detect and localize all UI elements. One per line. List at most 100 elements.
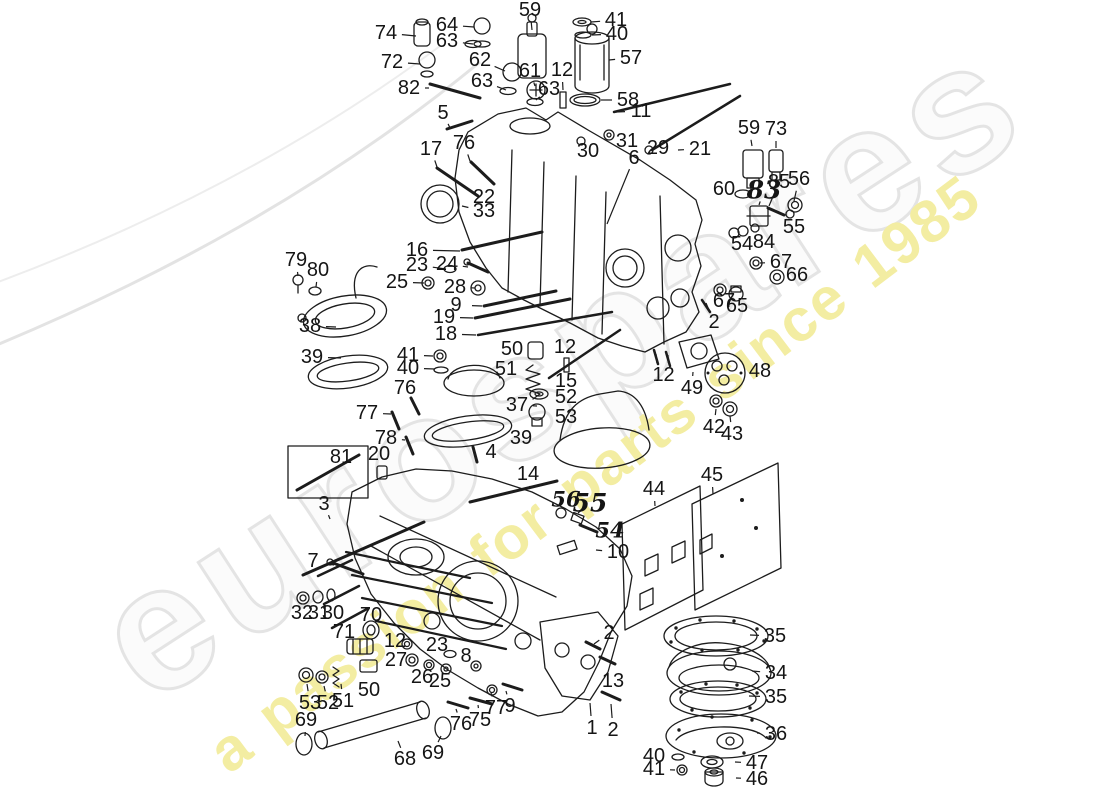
callout-label: 72 [380,51,404,73]
callout-label: 41 [604,9,628,31]
callout-label: 57 [619,47,643,69]
callout-label: 75 [468,709,492,731]
oil-filter-drawing [574,23,610,94]
callout-label: 25 [385,271,409,293]
callout-label: 17 [419,138,443,160]
callout-label: 35 [764,686,788,708]
callout-label: 69 [294,709,318,731]
leader-line [606,168,631,225]
callout-label: 56 [787,168,811,190]
callout-label: 2 [607,719,619,741]
callout-label: 59 [518,0,542,21]
callout-label: 9 [450,294,462,316]
leader-line [490,692,493,697]
callout-label: 41 [396,344,420,366]
callout-label: 2 [708,311,720,333]
end-cover-drawings [663,615,777,787]
callout-label: 68 [393,748,417,770]
engine-mount-bracket-drawing [539,611,619,701]
leader-line [306,683,309,692]
callout-label: 37 [505,394,529,416]
callout-label: 36 [764,723,788,745]
callout-label: 59 [737,117,761,139]
callout-label: 40 [605,23,629,45]
leader-line [751,670,761,673]
callout-label: 2 [603,622,615,644]
callout-label: 1 [652,364,664,386]
callout-label: 3 [318,493,330,515]
callout-label: 76 [449,713,473,735]
callout-label: 38 [298,315,322,337]
callout-label: 41 [642,758,666,780]
callout-label: 67 [769,251,793,273]
callout-label: 51 [331,690,355,712]
leader-line [296,271,299,277]
callout-label: 45 [700,464,724,486]
upper-crankcase-drawing [420,107,703,353]
callout-label: 4 [485,441,497,463]
callout-label: 7 [307,550,319,572]
leader-line [432,266,447,270]
callout-label: 63 [537,78,561,100]
callout-label: 50 [500,338,524,360]
leader-line [729,415,732,423]
baffle-plates-drawing [621,462,782,631]
callout-label: 6 [628,147,640,169]
leader-line [705,302,710,312]
leader-line [496,86,507,91]
callout-label: 24 [435,253,459,275]
seal-ring-33 [420,184,460,224]
callout-label: 69 [421,742,445,764]
callout-label: 34 [764,662,788,684]
leader-line [328,563,335,566]
callout-label: 12 [553,336,577,358]
callout-label: 39 [300,346,324,368]
callout-label: 15 [554,370,578,392]
breather-valve-drawing [517,13,547,79]
callout-label: 47 [745,752,769,774]
callout-label: 52 [554,386,578,408]
leader-line [768,192,775,207]
leader-line [462,42,474,45]
callout-label: 18 [434,323,458,345]
leader-line [462,265,469,268]
callout-label: 55 [782,216,806,238]
callout-label: 32 [290,602,314,624]
callout-label: 9 [504,695,516,717]
oil-tube-drawing [295,700,452,756]
callout-label: 63 [470,70,494,92]
callout-label: 64 [435,14,459,36]
callout-label: 31 [307,602,331,624]
callout-label: 35 [763,625,787,647]
callout-label: 49 [680,377,704,399]
callout-label: 54 [595,517,625,543]
leader-line [595,549,603,552]
leader-line [455,708,458,713]
callout-label: 12 [383,630,407,652]
callout-label: 61 [518,60,542,82]
leader-line [793,190,797,202]
callout-label: 84 [752,231,776,253]
leader-line [432,249,461,252]
callout-label: 30 [321,602,345,624]
callout-label: 80 [306,259,330,281]
leader-line [461,333,477,336]
callout-label: 44 [642,478,666,500]
callout-label: 21 [688,138,712,160]
callout-label: 14 [516,463,540,485]
oil-pump-drawing [678,334,746,394]
callout-label: 50 [357,679,381,701]
leader-line [758,201,761,206]
callout-label: 60 [712,178,736,200]
callout-label: 85 [767,171,791,193]
callout-label: 33 [472,200,496,222]
leader-line [655,353,658,364]
callout-label: 10 [606,541,630,563]
callout-label: 46 [745,768,769,790]
inset-box [287,445,369,499]
callout-label: 76 [393,377,417,399]
callout-label: 13 [601,670,625,692]
callout-label: 27 [384,649,408,671]
